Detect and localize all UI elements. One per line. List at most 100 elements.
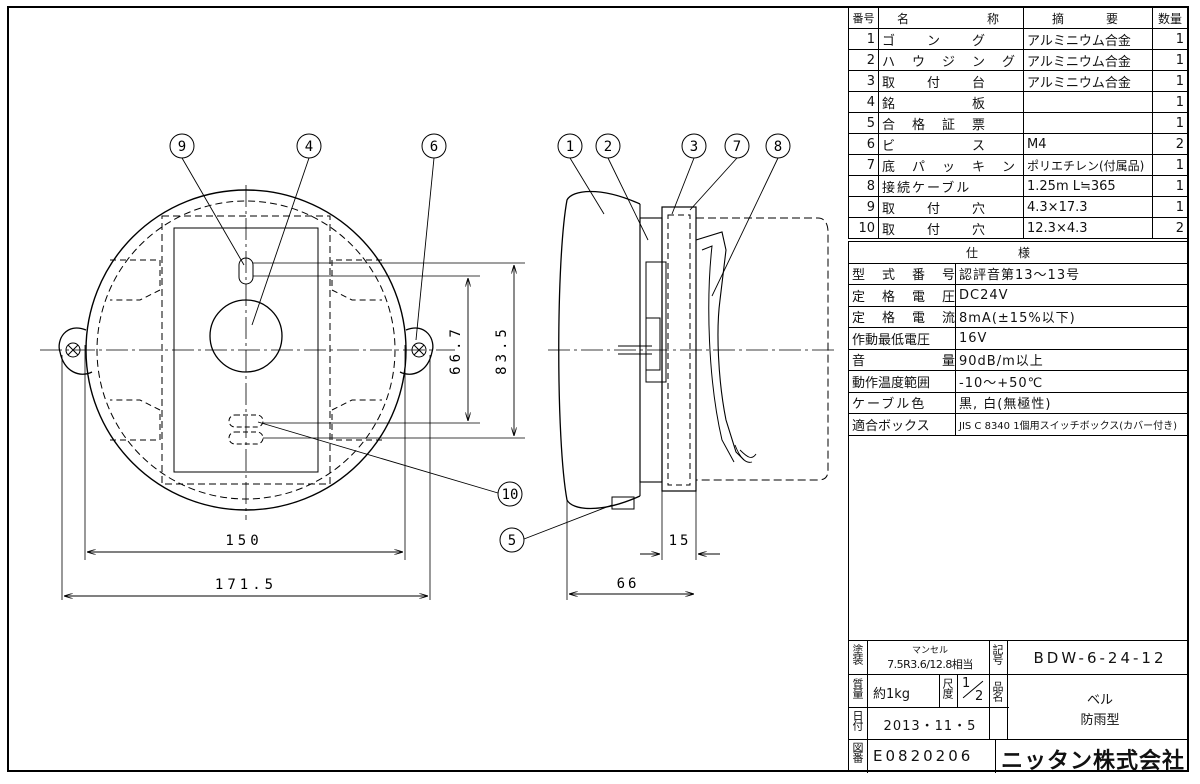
finish-value: 7.5R3.6/12.8相当 [887, 658, 973, 671]
spec-value: 黒, 白(無極性) [954, 391, 1189, 414]
balloon-label-3: 3 [690, 139, 698, 155]
spec-label: 型 式 番 号 [848, 262, 956, 285]
part-qty: 1 [1152, 112, 1188, 134]
date-label: 日付 [851, 710, 864, 730]
part-spec: 1.25m L≒365 [1023, 175, 1153, 197]
part-qty: 1 [1152, 28, 1188, 50]
part-qty: 1 [1152, 91, 1188, 113]
scale-denominator: 2 [975, 689, 984, 704]
balloon-label-1: 1 [566, 139, 574, 155]
spec-value: 認評音第13～13号 [954, 262, 1189, 285]
part-name: ハ ウ ジ ン グ [878, 49, 1024, 71]
spec-value: 16V [954, 327, 1189, 350]
spec-label: 動作温度範囲 [848, 370, 956, 393]
spec-value: 90dB/m以上 [954, 348, 1189, 371]
mark-label: 記号 [991, 644, 1004, 664]
header-spec: 摘 要 [1023, 7, 1153, 29]
part-no: 1 [848, 28, 879, 50]
part-no: 4 [848, 91, 879, 113]
part-no: 7 [848, 154, 879, 176]
part-no: 8 [848, 175, 879, 197]
header-name: 名 称 [878, 7, 1024, 29]
notes-area [848, 435, 1189, 640]
balloon-2 [595, 133, 621, 159]
balloon-7 [724, 133, 750, 159]
dim-171-5: 171.5 [215, 577, 277, 593]
balloon-label-9: 9 [178, 139, 186, 155]
part-name: 接続ケーブル [878, 175, 1024, 197]
balloon-label-2: 2 [604, 139, 612, 155]
part-spec: アルミニウム合金 [1023, 49, 1153, 71]
spec-label: 音 量 [848, 348, 956, 371]
table-row: ケーブル色黒, 白(無極性) [848, 391, 1189, 414]
balloon-9 [169, 133, 195, 159]
balloon-label-5: 5 [508, 533, 516, 549]
spec-value: DC24V [954, 284, 1189, 307]
spec-label: 定 格 電 圧 [848, 284, 956, 307]
part-name: 底 パ ッ キ ン [878, 154, 1024, 176]
part-spec: 4.3×17.3 [1023, 196, 1153, 218]
dim-150: 150 [225, 533, 262, 549]
drawing-number: E0820206 [873, 747, 974, 765]
finish-value-top: マンセル [911, 646, 948, 656]
part-spec: アルミニウム合金 [1023, 70, 1153, 92]
balloon-10 [497, 481, 523, 507]
part-no: 6 [848, 133, 879, 155]
header-qty: 数量 [1152, 7, 1188, 29]
model-number: BDW-6-24-12 [1033, 649, 1167, 667]
part-name: 取 付 穴 [878, 196, 1024, 218]
date-value: 2013・11・5 [883, 719, 977, 734]
side-view [523, 157, 836, 600]
balloon-3 [681, 133, 707, 159]
balloon-label-10: 10 [502, 487, 519, 503]
part-qty: 1 [1152, 154, 1188, 176]
spec-value: JIS C 8340 1個用スイッチボックス(カバー付き) [954, 413, 1189, 436]
balloon-1 [557, 133, 583, 159]
part-qty: 2 [1152, 133, 1188, 155]
front-view [40, 157, 525, 600]
balloon-label-7: 7 [733, 139, 741, 155]
mass-label: 質量 [851, 678, 864, 698]
part-no: 9 [848, 196, 879, 218]
part-spec: M4 [1023, 133, 1153, 155]
parts-table-header: 番号 名 称 摘 要 数量 [848, 7, 1188, 29]
part-name: 取 付 穴 [878, 217, 1024, 239]
spec-label: 適合ボックス [848, 413, 956, 436]
part-spec: アルミニウム合金 [1023, 28, 1153, 50]
mass-value: 約1kg [873, 687, 911, 702]
balloon-label-6: 6 [430, 139, 438, 155]
part-qty: 1 [1152, 49, 1188, 71]
part-qty: 2 [1152, 217, 1188, 239]
table-row: 動作温度範囲-10～+50℃ [848, 370, 1189, 393]
spec-table-header: 仕様 [847, 241, 1189, 264]
part-spec [1023, 91, 1153, 113]
part-name: ビ ス [878, 133, 1024, 155]
part-name: ゴ ン グ [878, 28, 1024, 50]
part-name: 取 付 台 [878, 70, 1024, 92]
balloon-label-4: 4 [305, 139, 313, 155]
part-qty: 1 [1152, 196, 1188, 218]
sheet-border [7, 6, 1189, 772]
table-row: 型 式 番 号認評音第13～13号 [848, 262, 1189, 285]
title-block: 塗装 マンセル 7.5R3.6/12.8相当 記号 BDW-6-24-12 質量… [848, 640, 1189, 774]
header-no: 番号 [848, 7, 879, 29]
product-name: ベル [1086, 693, 1113, 708]
part-no: 10 [848, 217, 879, 239]
